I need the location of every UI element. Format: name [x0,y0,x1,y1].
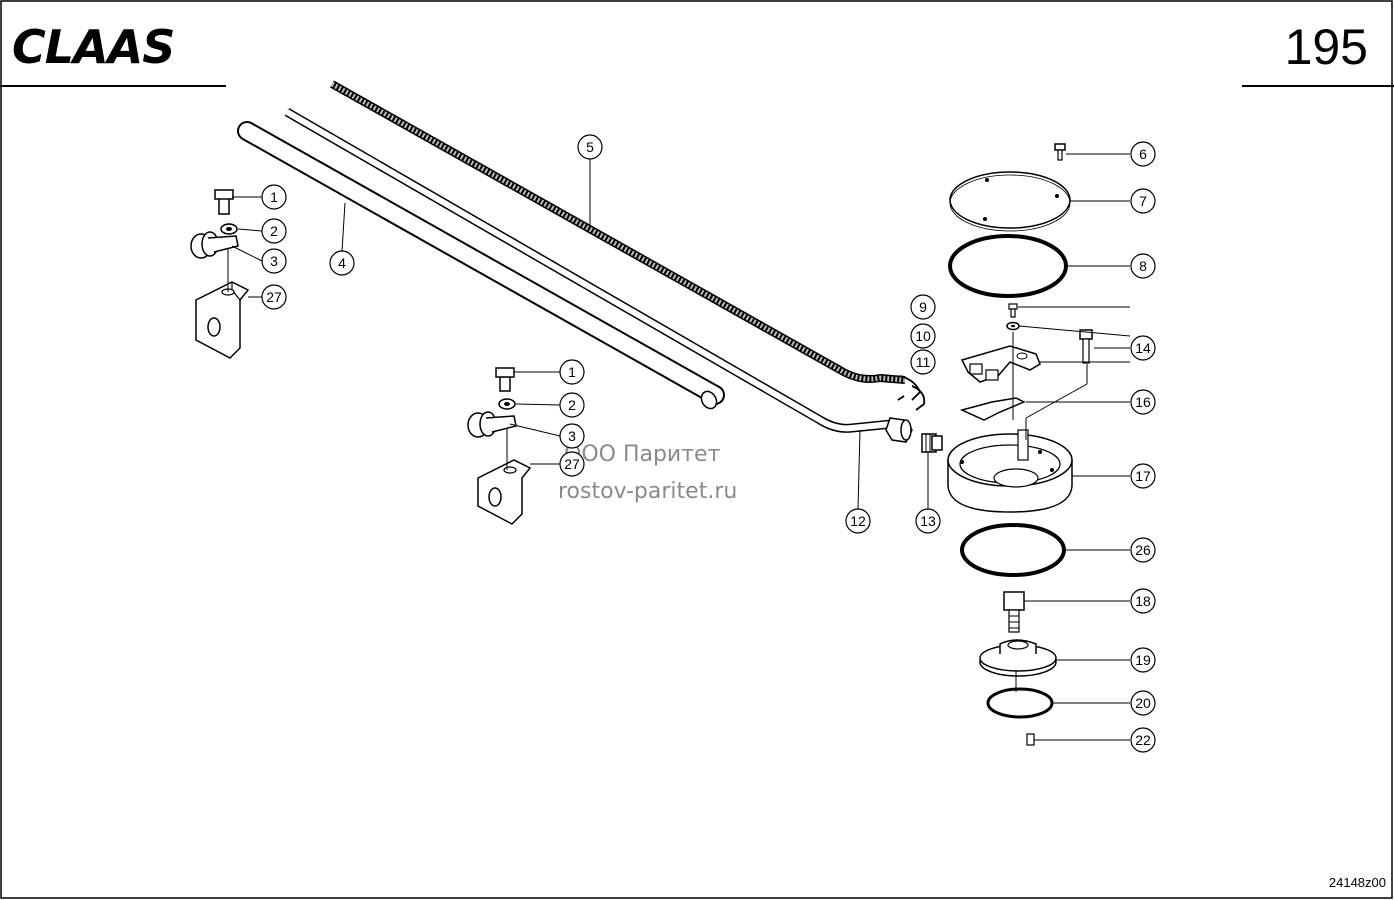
watermark-url: rostov-paritet.ru [558,479,737,504]
svg-text:13: 13 [920,513,936,529]
callout-14: 14 [1130,335,1156,361]
screw-6 [1054,143,1066,161]
callout-2-middle: 2 [559,392,585,418]
svg-text:11: 11 [916,354,931,370]
callout-11: 11 [910,349,936,375]
screw-18 [1003,591,1025,633]
callout-22: 22 [1130,727,1156,753]
svg-text:17: 17 [1135,468,1151,484]
pipe-4 [237,121,725,410]
svg-text:27: 27 [266,289,282,305]
svg-text:7: 7 [1139,193,1147,209]
o-ring-20 [986,687,1054,719]
svg-text:1: 1 [568,364,576,380]
clamp-assembly-left [190,189,250,359]
cover-plate-7 [949,171,1071,232]
svg-text:8: 8 [1139,258,1147,274]
callout-17: 17 [1130,463,1156,489]
screw-14 [1079,329,1093,364]
screw-9 [1008,303,1018,318]
callout-4: 4 [329,250,355,276]
callout-20: 20 [1130,690,1156,716]
callout-9: 9 [910,294,936,320]
callout-2-left: 2 [261,218,287,244]
callout-27-left: 27 [261,284,287,310]
svg-text:2: 2 [568,397,576,413]
svg-text:20: 20 [1135,695,1151,711]
svg-text:3: 3 [270,253,278,269]
svg-text:14: 14 [1135,340,1151,356]
svg-text:22: 22 [1135,732,1151,748]
svg-text:2: 2 [270,223,278,239]
svg-text:5: 5 [586,139,594,155]
callout-26: 26 [1130,537,1156,563]
drawing-code: 24148z00 [1329,875,1386,890]
svg-text:27: 27 [564,456,580,472]
callout-7: 7 [1130,188,1156,214]
watermark-company: ООО Паритет [564,442,721,467]
callout-3-left: 3 [261,248,287,274]
svg-text:10: 10 [915,328,931,344]
callout-10: 10 [910,323,936,349]
callout-13: 13 [915,508,941,534]
washer-10 [1006,321,1020,331]
callout-3-middle: 3 [559,423,585,449]
callout-1-left: 1 [261,184,287,210]
callout-5: 5 [577,134,603,160]
svg-text:3: 3 [568,428,576,444]
callout-8: 8 [1130,253,1156,279]
o-ring-26 [960,523,1066,577]
callout-12: 12 [845,508,871,534]
leader-lines [227,153,1131,741]
housing-17 [947,429,1073,513]
svg-text:1: 1 [270,189,278,205]
pipe-12 [284,108,913,443]
fitting-13 [921,433,943,453]
svg-text:12: 12 [850,513,866,529]
callout-1-middle: 1 [559,359,585,385]
brand-logo: CLAAS [12,20,174,74]
callout-19: 19 [1130,647,1156,673]
clamp-assembly-middle [467,367,532,525]
svg-text:19: 19 [1135,652,1151,668]
hose-5 [330,80,926,411]
svg-text:16: 16 [1135,394,1151,410]
svg-text:6: 6 [1139,146,1147,162]
plate-16 [959,397,1026,421]
callout-18: 18 [1130,588,1156,614]
callout-27-middle: 27 [559,451,585,477]
clamp-11 [960,345,1041,383]
svg-text:4: 4 [338,255,346,271]
svg-text:18: 18 [1135,593,1151,609]
svg-text:9: 9 [919,299,927,315]
page-number: 195 [1285,19,1368,75]
svg-text:26: 26 [1135,542,1151,558]
grub-screw-22 [1026,733,1035,746]
o-ring-8 [948,234,1068,298]
callout-16: 16 [1130,389,1156,415]
flange-19 [979,639,1057,677]
callout-6: 6 [1130,141,1156,167]
